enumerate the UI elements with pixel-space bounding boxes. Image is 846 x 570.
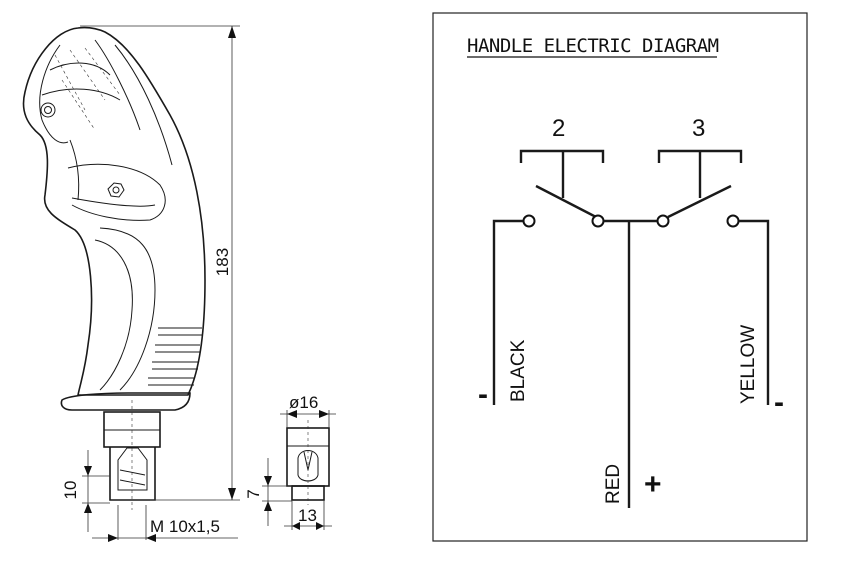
wire-red-sign: + [644,468,662,501]
dimension-thread-length: 10 [61,450,110,532]
dimension-height-label: 183 [213,248,232,276]
switch-3: 3 [656,115,743,228]
diagram-title: HANDLE ELECTRIC DIAGRAM [467,35,719,57]
dimension-width-label: 13 [298,506,317,525]
wire-yellow-sign: - [774,386,784,419]
socket-front-view [286,420,330,505]
dimension-depth: 7 [244,458,292,526]
dimension-thread-length-label: 10 [61,481,80,500]
dimension-diameter: ø16 [280,393,336,428]
switch-3-contact-right [726,214,740,228]
dimension-thread-spec: M 10x1,5 [92,505,238,542]
wiring [492,219,770,508]
dimension-width: 13 [284,500,332,530]
dimension-diameter-label: ø16 [289,393,318,412]
switch-2-label: 2 [552,115,565,142]
wire-yellow [739,219,770,405]
dimension-height: 183 [80,25,240,501]
switch-3-contact-left [656,214,670,228]
dimension-thread-spec-label: M 10x1,5 [150,517,220,536]
wire-black-label: BLACK [508,339,529,402]
diagram-frame [432,12,808,542]
switch-2-contact-left [522,214,536,228]
handle-side-view [22,26,206,510]
switch-2-contact-right [591,214,605,228]
switch-2: 2 [519,115,605,228]
wire-red-label: RED [603,464,624,504]
dimension-depth-label: 7 [244,489,263,498]
switch-3-label: 3 [692,115,705,142]
wire-yellow-label: YELLOW [738,325,759,404]
wire-black [492,219,523,405]
wire-black-sign: - [478,378,488,411]
